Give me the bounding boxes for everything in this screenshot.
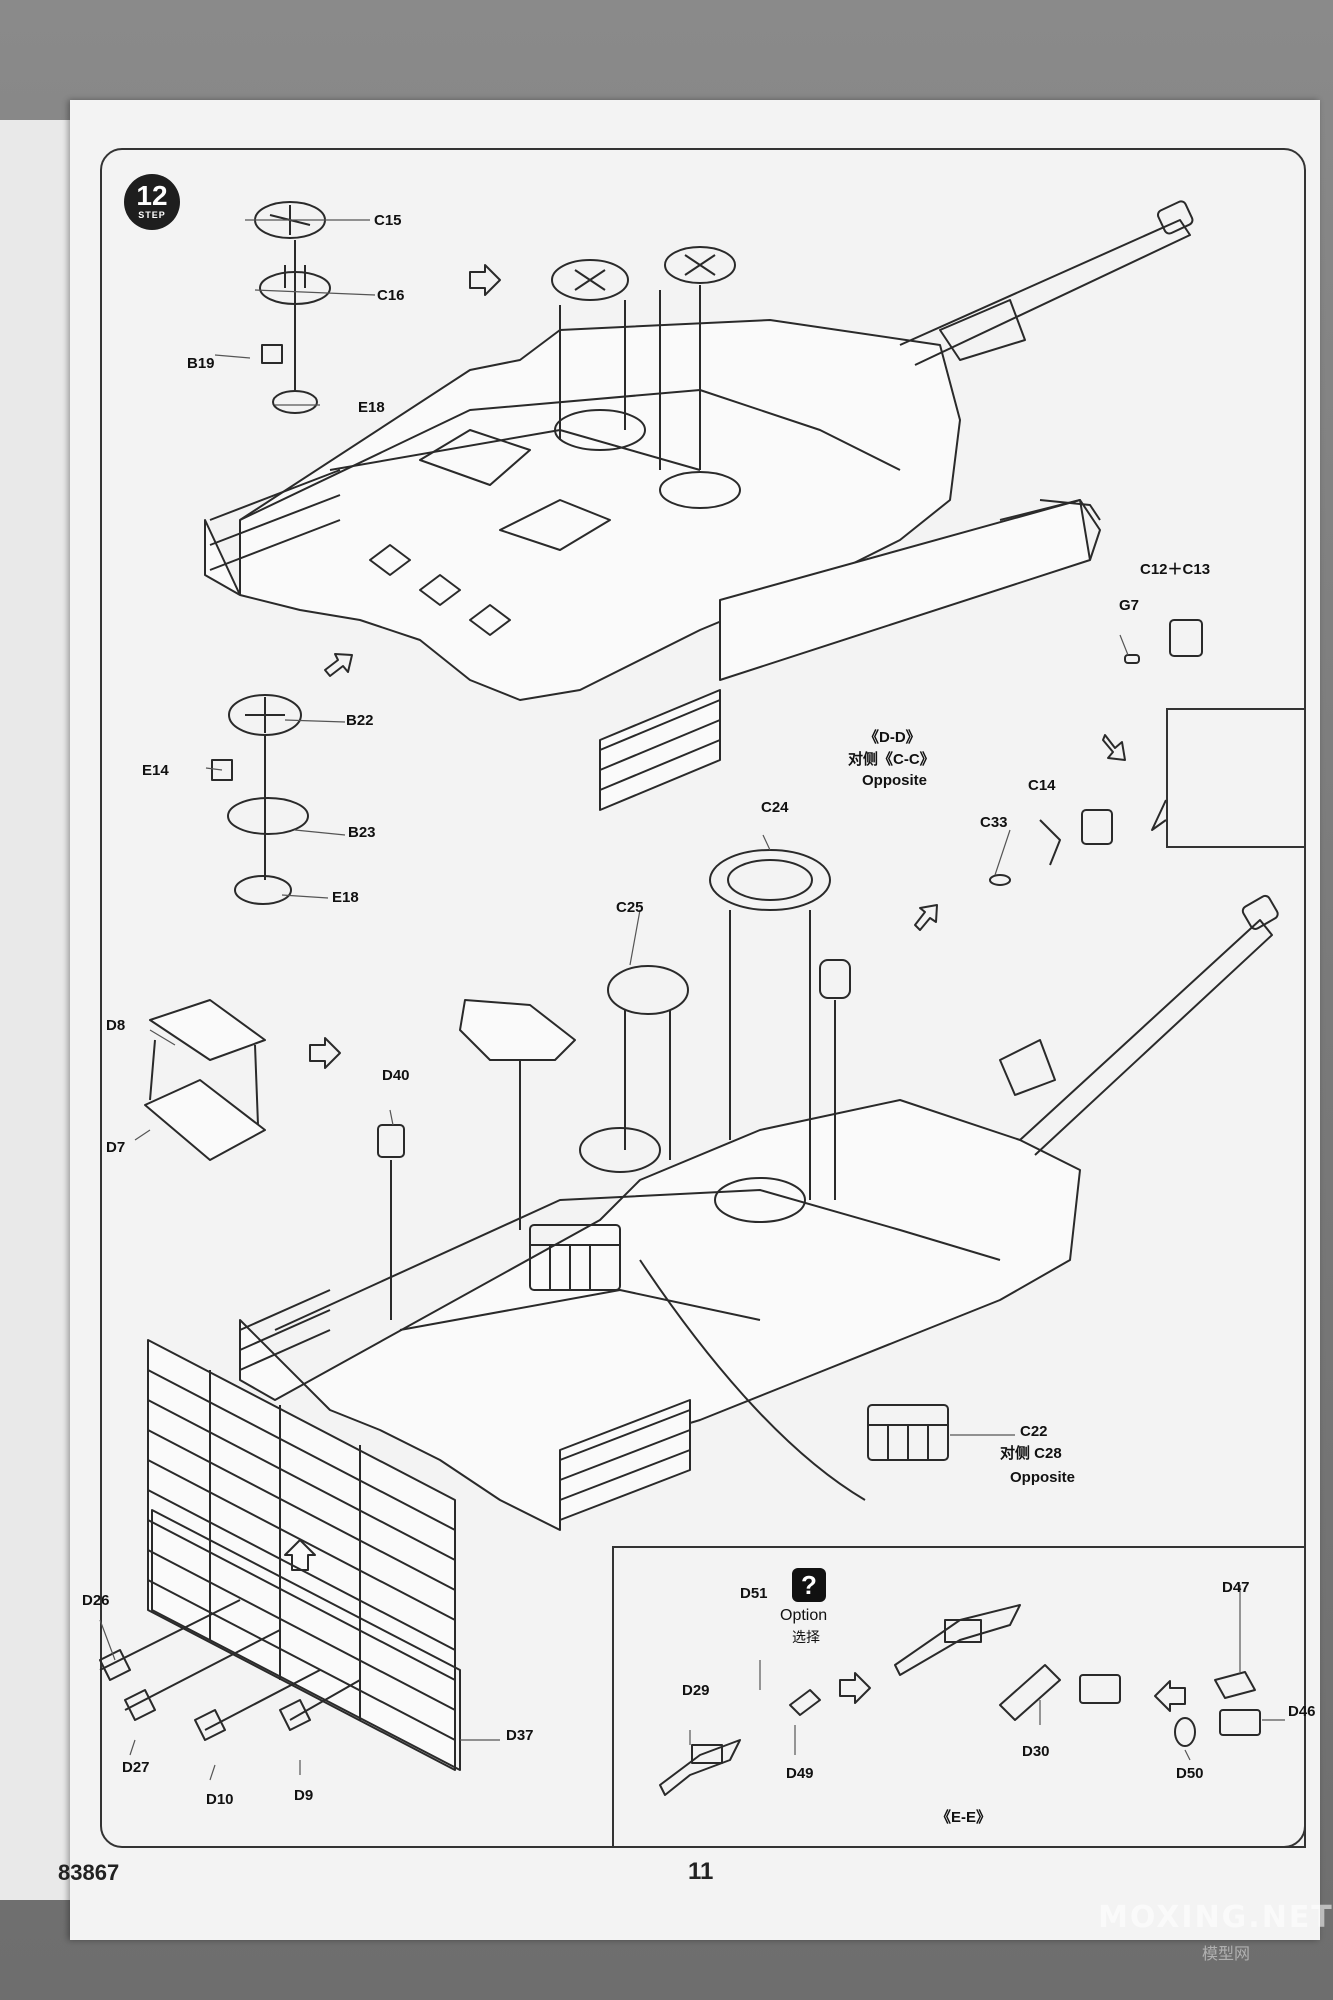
step-badge: 12 STEP: [124, 174, 180, 230]
label-g7: G7: [1119, 597, 1140, 614]
label-dd: 《D-D》: [864, 729, 921, 746]
label-b19: B19: [187, 355, 215, 372]
label-c12-c13: C12＋C13: [1140, 561, 1211, 578]
label-d10: D10: [206, 1791, 234, 1808]
step-word: STEP: [138, 210, 166, 220]
label-b22: B22: [346, 712, 374, 729]
page-number: 11: [688, 1858, 714, 1885]
label-d37: D37: [506, 1727, 534, 1744]
label-e18-top: E18: [358, 399, 385, 416]
label-c22: C22: [1020, 1423, 1048, 1440]
side-screen-grills: [99, 1339, 461, 1771]
label-c15: C15: [374, 212, 402, 229]
step-number: 12: [136, 180, 168, 211]
label-d46: D46: [1288, 1703, 1316, 1720]
option-parts: [659, 1604, 1261, 1796]
watermark: MOXING.NET: [1098, 1900, 1333, 1935]
label-option-en: Option: [780, 1607, 828, 1624]
label-c14: C14: [1028, 777, 1056, 794]
label-d30: D30: [1022, 1743, 1050, 1760]
previous-page-edge: [0, 120, 71, 1900]
label-d51: D51: [740, 1585, 768, 1602]
label-d47: D47: [1222, 1579, 1250, 1596]
label-d50: D50: [1176, 1765, 1204, 1782]
watermark-sub: 模型网: [1202, 1946, 1251, 1963]
lower-tank-turret: [239, 894, 1279, 1531]
option-section-box: [612, 1546, 1306, 1848]
question-icon: ?: [792, 1568, 826, 1602]
label-cc: 对侧《C-C》: [848, 751, 935, 768]
label-d49: D49: [786, 1765, 814, 1782]
label-e18-mid: E18: [332, 889, 359, 906]
label-opposite-2: Opposite: [1010, 1469, 1076, 1486]
label-d29: D29: [682, 1682, 710, 1699]
label-e14: E14: [142, 762, 169, 779]
label-d40: D40: [382, 1067, 410, 1084]
label-d8: D8: [106, 1017, 126, 1034]
label-ee: 《E-E》: [936, 1809, 992, 1826]
small-parts-right: [989, 619, 1203, 886]
label-c24: C24: [761, 799, 789, 816]
label-c16: C16: [377, 287, 405, 304]
label-c28: 对侧 C28: [1000, 1445, 1062, 1462]
kit-code: 83867: [58, 1860, 120, 1885]
label-d7: D7: [106, 1139, 126, 1156]
label-d9: D9: [294, 1787, 314, 1804]
label-d26: D26: [82, 1592, 110, 1609]
label-option-cn: 选择: [792, 1629, 820, 1645]
upper-tank-turret: [204, 200, 1194, 811]
label-c25: C25: [616, 899, 644, 916]
lower-hatch-parts: [144, 849, 949, 1501]
label-opposite-1: Opposite: [862, 772, 928, 789]
label-d27: D27: [122, 1759, 150, 1776]
label-b23: B23: [348, 824, 376, 841]
label-c33: C33: [980, 814, 1008, 831]
direction-arrows: [284, 264, 1186, 1712]
detail-callout-box: [1166, 708, 1306, 848]
